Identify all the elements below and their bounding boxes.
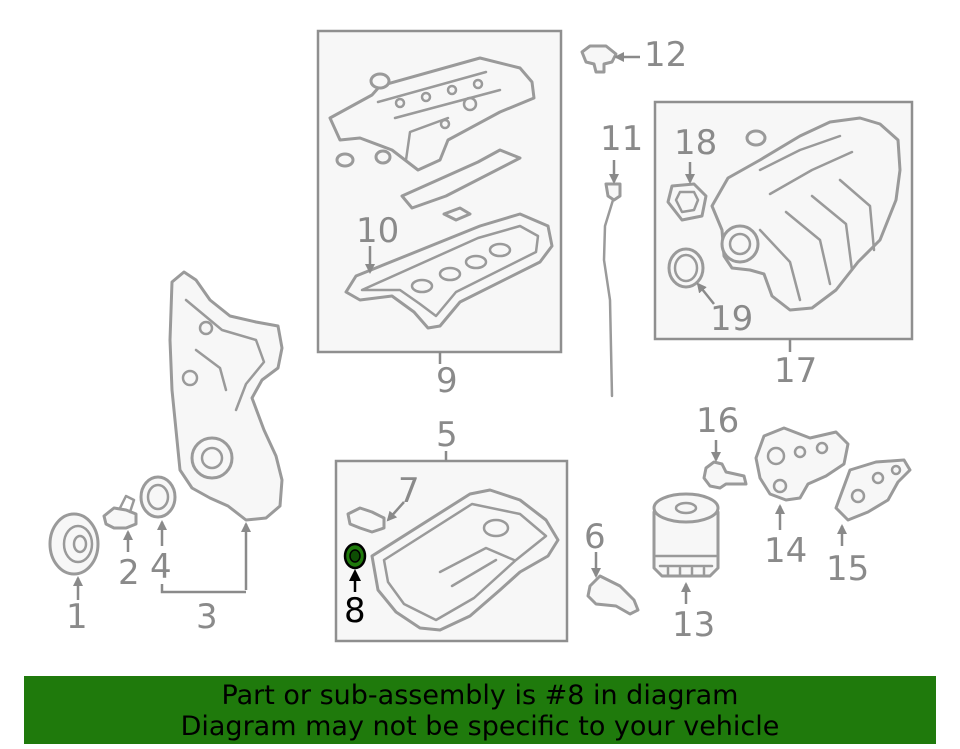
banner-line-2: Diagram may not be specific to your vehi… <box>180 711 780 742</box>
callout-9: 9 <box>436 361 458 401</box>
filter-housing-gasket-part[interactable] <box>834 458 912 522</box>
callout-19: 19 <box>710 299 753 339</box>
throttle-body-gasket-part[interactable] <box>666 182 708 222</box>
callout-17: 17 <box>774 351 817 391</box>
valve-cover-part[interactable] <box>328 56 536 222</box>
crank-seal-part[interactable] <box>139 475 177 519</box>
callout-15: 15 <box>826 549 869 589</box>
intake-manifold-part[interactable] <box>710 116 902 312</box>
banner-line-1: Part or sub-assembly is #8 in diagram <box>221 680 739 711</box>
valve-cover-gasket-part[interactable] <box>344 212 554 330</box>
filter-housing-part[interactable] <box>754 426 850 502</box>
callout-10: 10 <box>356 211 399 251</box>
callout-6: 6 <box>584 517 606 557</box>
callout-18: 18 <box>674 123 717 163</box>
callout-14: 14 <box>764 531 807 571</box>
callout-3: 3 <box>196 597 218 637</box>
drain-plug-bolt-part[interactable] <box>346 506 386 534</box>
callout-12: 12 <box>644 35 687 75</box>
parts-diagram: 10 9 12 11 18 19 17 <box>48 29 914 645</box>
drain-plug-gasket-highlight[interactable] <box>343 542 367 570</box>
oil-filter-part[interactable] <box>652 492 720 578</box>
callout-5: 5 <box>436 415 458 455</box>
callout-11: 11 <box>600 119 643 159</box>
callout-13: 13 <box>672 605 715 645</box>
pulley-bolt-part[interactable] <box>102 494 138 530</box>
bolt-16-part[interactable] <box>702 460 748 490</box>
info-banner: Part or sub-assembly is #8 in diagram Di… <box>24 676 936 744</box>
oil-pan-part[interactable] <box>370 488 560 632</box>
callout-8: 8 <box>344 591 366 631</box>
callout-7: 7 <box>398 471 420 511</box>
oil-pressure-switch-part[interactable] <box>586 574 640 616</box>
callout-16: 16 <box>696 401 739 441</box>
oil-filler-cap-part[interactable] <box>580 44 618 74</box>
dipstick-part[interactable] <box>602 182 622 398</box>
intake-o-ring-part[interactable] <box>667 247 705 289</box>
callout-1: 1 <box>66 597 88 637</box>
callout-4: 4 <box>150 547 172 587</box>
callout-2: 2 <box>118 553 140 593</box>
crank-pulley-part[interactable] <box>48 512 100 576</box>
timing-cover-part[interactable] <box>168 270 284 522</box>
